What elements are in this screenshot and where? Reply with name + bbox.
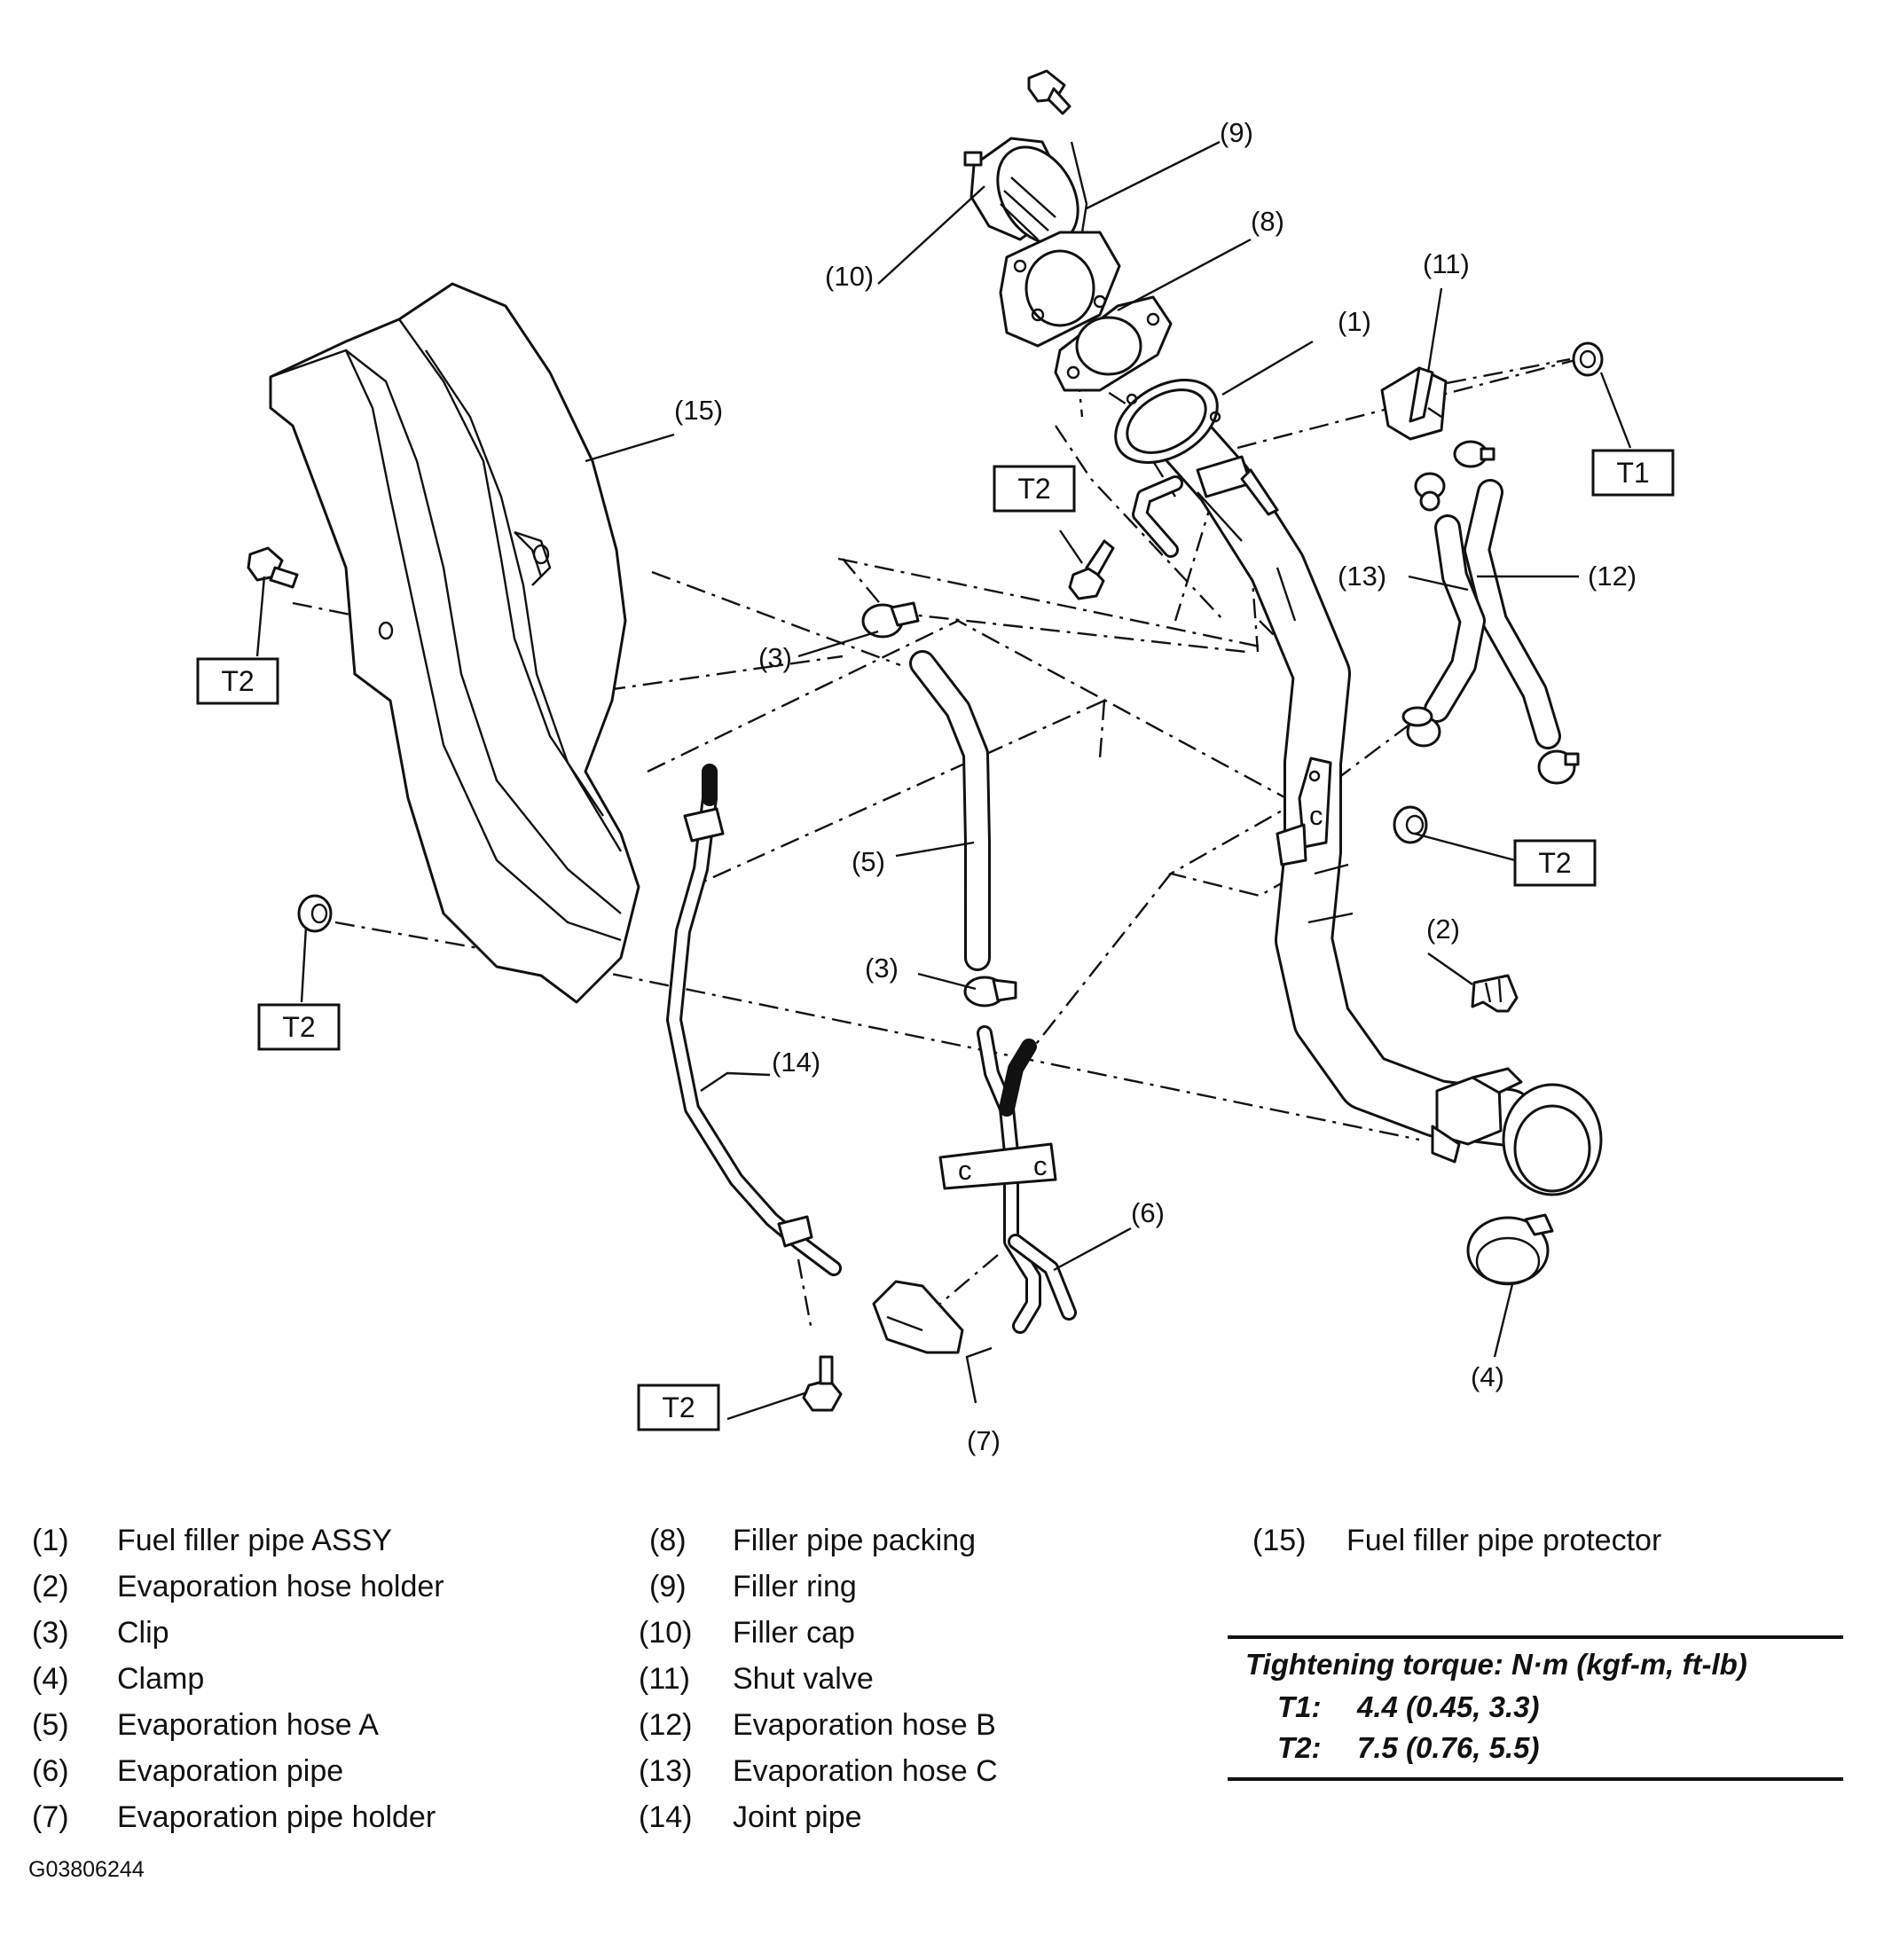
torque-key: T1: (1277, 1690, 1322, 1723)
callout-4: (4) (1471, 1361, 1504, 1392)
callout-11: (11) (1423, 248, 1470, 279)
legend-name: Evaporation pipe holder (117, 1800, 436, 1834)
legend-name: Evaporation hose A (117, 1708, 379, 1742)
callout-12: (12) (1588, 561, 1637, 592)
torque-tag-t2-right: T2 (1513, 839, 1597, 887)
callout-6: (6) (1131, 1197, 1165, 1228)
bracket-mark-right: c (1033, 1150, 1048, 1181)
legend-name: Evaporation hose C (733, 1754, 998, 1788)
t2-label-bottom: T2 (662, 1392, 695, 1423)
clip-upper (861, 601, 920, 639)
legend-name: Fuel filler pipe ASSY (117, 1524, 392, 1557)
legend-num: (4) (32, 1662, 69, 1696)
evaporation-hose-holder (1471, 974, 1519, 1013)
bolts (247, 539, 1115, 1412)
legend-num: (15) (1252, 1524, 1307, 1557)
legend-num: (8) (649, 1524, 687, 1557)
evaporation-hose-b (1464, 479, 1561, 749)
torque-tag-t1: T1 (1591, 449, 1675, 497)
legend-num: (6) (32, 1754, 69, 1788)
filler-ring (999, 141, 1121, 348)
joint-pipe (666, 764, 842, 1276)
clip-lower (963, 976, 1017, 1007)
legend-num: (2) (32, 1570, 69, 1603)
evaporation-pipe-holder (872, 1280, 964, 1354)
callout-5: (5) (852, 846, 885, 877)
legend-name: Filler pipe packing (733, 1524, 977, 1557)
legend-name: Evaporation hose holder (117, 1570, 444, 1603)
legend-num: (14) (639, 1800, 693, 1834)
torque-tag-t2-left: T2 (196, 657, 279, 705)
t2-label-right: T2 (1538, 847, 1571, 879)
callout-7: (7) (967, 1425, 1001, 1456)
shut-valve (1380, 366, 1448, 441)
fuel-filler-pipe-protector (269, 282, 640, 1004)
fuel-filler-pipe-assy: c (1114, 379, 1603, 1196)
legend-name: Evaporation hose B (733, 1708, 996, 1742)
legend-num: (12) (639, 1708, 693, 1742)
t2-nut-right (1393, 805, 1428, 844)
legend-num: (7) (32, 1800, 69, 1834)
filler-cap (963, 137, 1079, 245)
legend-name: Filler cap (733, 1616, 855, 1650)
legend-name: Evaporation pipe (117, 1754, 344, 1788)
legend-num: (11) (639, 1662, 690, 1696)
callout-15: (15) (674, 395, 723, 426)
callout-2: (2) (1426, 913, 1460, 945)
callout-14: (14) (772, 1047, 820, 1078)
hose-clips-upper (1401, 440, 1580, 785)
legend-num: (10) (639, 1616, 693, 1650)
t2-label-lower-left: T2 (282, 1011, 315, 1043)
bracket-mark-left: c (958, 1155, 972, 1186)
legend-num: (9) (649, 1570, 687, 1603)
torque-row-t2: T2: 7.5 (0.76, 5.5) (1228, 1728, 1843, 1768)
torque-value: 7.5 (0.76, 5.5) (1357, 1731, 1540, 1764)
legend-name: Clip (117, 1616, 169, 1650)
torque-key: T2: (1277, 1731, 1322, 1764)
t1-nut (1572, 341, 1604, 377)
callout-13: (13) (1338, 561, 1386, 592)
figure-id: G03806244 (28, 1857, 145, 1882)
t1-label: T1 (1616, 457, 1649, 489)
legend-name: Joint pipe (733, 1800, 862, 1834)
legend-num: (3) (32, 1616, 69, 1650)
bracket-mark: c (1309, 800, 1323, 831)
t2-label-top: T2 (1017, 473, 1050, 505)
callout-3-upper: (3) (758, 642, 792, 673)
torque-table-title: Tightening torque: N·m (kgf-m, ft-lb) (1245, 1648, 1747, 1681)
callout-1: (1) (1338, 306, 1371, 337)
legend-num: (13) (639, 1754, 693, 1788)
torque-tag-t2-bottom: T2 (637, 1384, 720, 1431)
evaporation-pipe: c c (938, 1025, 1077, 1334)
filler-pipe-packing (1054, 295, 1173, 392)
parts-legend: (1) Fuel filler pipe ASSY (2) Evaporatio… (0, 1524, 1884, 1914)
torque-table-bottom-rule (1228, 1777, 1843, 1781)
callouts: (1) (2) (3) (3) (4) (5) (6) (7) (8) (9) … (674, 117, 1637, 1456)
torque-table: Tightening torque: N·m (kgf-m, ft-lb) T1… (1228, 1635, 1843, 1781)
callout-9: (9) (1220, 117, 1253, 148)
leader-lines (255, 140, 1632, 1421)
evaporation-hose-a (909, 650, 991, 971)
callout-3-lower: (3) (865, 953, 899, 984)
legend-name: Shut valve (733, 1662, 874, 1696)
callout-10: (10) (825, 261, 874, 292)
torque-tag-t2-top: T2 (993, 465, 1076, 513)
torque-value: 4.4 (0.45, 3.3) (1357, 1690, 1540, 1723)
evaporation-hose-c (1424, 514, 1486, 723)
legend-name: Clamp (117, 1662, 205, 1696)
torque-tag-t2-lower-left: T2 (257, 1003, 341, 1051)
legend-name: Fuel filler pipe protector (1346, 1524, 1662, 1557)
legend-num: (1) (32, 1524, 69, 1557)
legend-name: Filler ring (733, 1570, 857, 1603)
legend-num: (5) (32, 1708, 69, 1742)
torque-table-top-rule (1228, 1635, 1843, 1639)
t2-label-left: T2 (221, 665, 254, 697)
torque-row-t1: T1: 4.4 (0.45, 3.3) (1228, 1687, 1843, 1728)
bolt-near-cap (1027, 69, 1072, 115)
callout-8: (8) (1251, 206, 1284, 237)
exploded-parts-diagram: c (196, 69, 1675, 1456)
clamp (1466, 1213, 1554, 1286)
